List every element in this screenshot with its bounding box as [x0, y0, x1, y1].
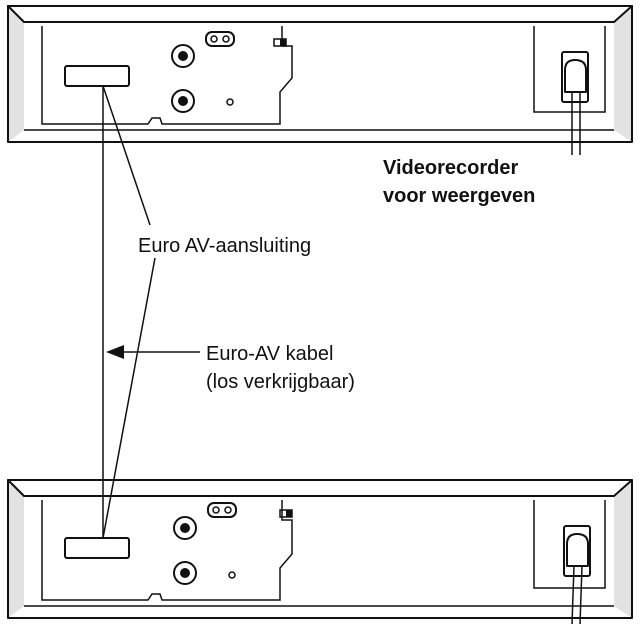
bottom-vcr-top-lip — [7, 479, 633, 497]
label-playback-vcr-line1: Videorecorder — [383, 157, 518, 179]
top-rf-out-center — [178, 96, 188, 106]
leader-line-bottom-connector — [102, 257, 156, 539]
label-euro-av-cable-line2: (los verkrijgbaar) — [206, 371, 355, 393]
bottom-power-cord-a — [571, 565, 575, 625]
vcr-recording-rear-panel — [7, 479, 633, 625]
bottom-rf-out-connector — [173, 561, 197, 585]
bottom-double-jack — [207, 502, 237, 518]
bottom-euro-av-socket — [64, 537, 130, 559]
top-vcr-casing — [7, 5, 633, 143]
top-euro-av-socket — [64, 65, 130, 87]
label-playback-vcr-line2: voor weergeven — [383, 185, 535, 207]
bottom-screw — [228, 571, 236, 579]
top-power-plug — [564, 59, 587, 93]
top-vcr-right-side — [614, 6, 632, 142]
top-vcr-top-lip — [7, 5, 633, 23]
top-power-socket — [561, 51, 589, 103]
top-rf-in-center — [178, 51, 188, 61]
top-double-jack — [205, 31, 235, 47]
bottom-rf-in-center — [180, 523, 190, 533]
bottom-power-cord-b — [579, 565, 583, 625]
cable-arrow-head — [106, 345, 124, 359]
bottom-double-jack-b — [224, 506, 232, 514]
label-euro-av-connector: Euro AV-aansluiting — [138, 235, 311, 257]
bottom-rf-out-center — [180, 568, 190, 578]
top-double-jack-b — [222, 35, 230, 43]
top-switch-knob — [280, 39, 286, 46]
bottom-vcr-left-side — [8, 480, 24, 618]
top-vcr-right-bay — [533, 26, 606, 113]
top-double-jack-a — [210, 35, 218, 43]
bottom-power-plug — [566, 533, 589, 567]
top-rf-out-connector — [171, 89, 195, 113]
top-rf-in-connector — [171, 44, 195, 68]
bottom-rf-in-connector — [173, 516, 197, 540]
bottom-vcr-casing — [7, 479, 633, 619]
leader-line-top-connector — [102, 85, 151, 226]
bottom-vcr-inner-panel — [41, 500, 293, 601]
label-euro-av-cable-line1: Euro-AV kabel — [206, 343, 333, 365]
bottom-switch-knob — [286, 510, 292, 517]
bottom-power-socket — [563, 525, 591, 577]
vcr-playback-rear-panel — [7, 5, 633, 155]
top-vcr-inner-panel — [41, 26, 293, 125]
bottom-vcr-right-side — [614, 480, 632, 618]
bottom-vcr-right-bay — [533, 500, 606, 589]
top-vcr-left-side — [8, 6, 24, 142]
top-screw — [226, 98, 234, 106]
bottom-double-jack-a — [212, 506, 220, 514]
